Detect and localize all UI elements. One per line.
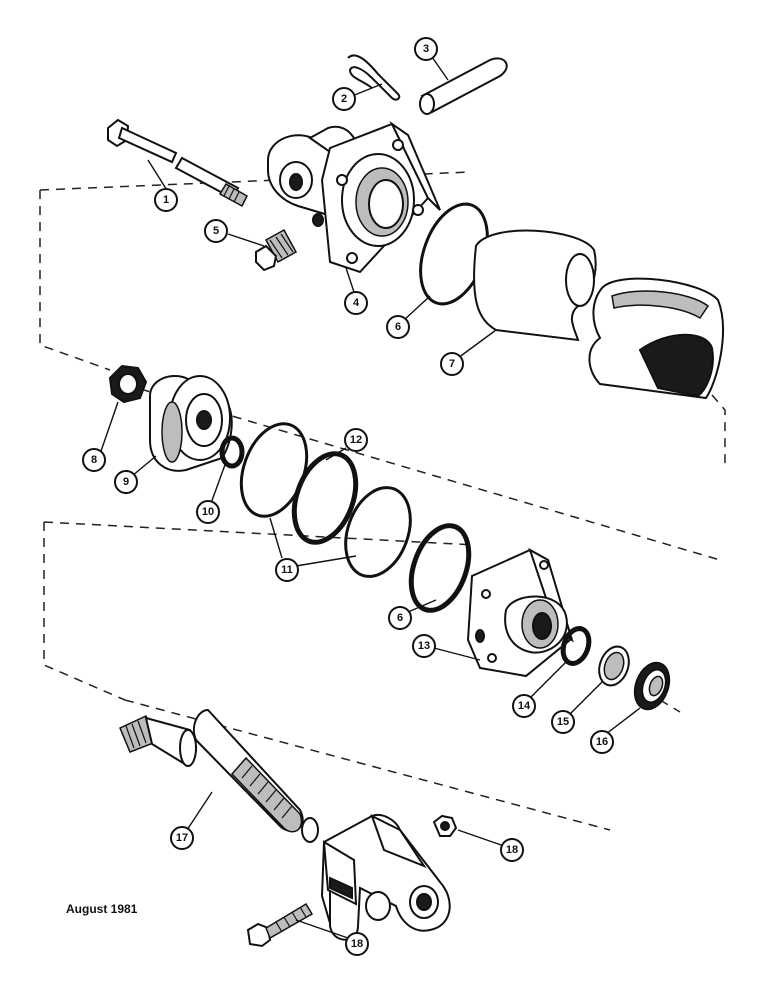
svg-text:3: 3	[423, 43, 429, 55]
svg-text:7: 7	[449, 358, 455, 370]
part-18-clevis-bolt	[246, 902, 314, 948]
callout-12: 12	[344, 428, 368, 452]
svg-text:17: 17	[176, 832, 188, 844]
callout-6-lower: 6	[388, 606, 412, 630]
callout-18-nut: 18	[500, 838, 524, 862]
callout-8: 8	[82, 448, 106, 472]
leader-lines	[99, 53, 641, 939]
callout-17: 17	[170, 826, 194, 850]
callout-2: 2	[332, 87, 356, 111]
part-12-seal-ring	[291, 451, 359, 545]
callout-15: 15	[551, 710, 575, 734]
part-3-pin	[419, 57, 508, 115]
callout-9: 9	[114, 470, 138, 494]
part-16-wiper-seal	[633, 661, 671, 711]
part-17-piston-rod	[119, 708, 319, 843]
svg-text:9: 9	[123, 476, 129, 488]
callout-18-bolt: 18	[345, 932, 369, 956]
svg-text:10: 10	[202, 506, 214, 518]
svg-text:15: 15	[557, 716, 569, 728]
svg-text:14: 14	[518, 700, 531, 712]
svg-text:8: 8	[91, 454, 97, 466]
part-18-clevis	[320, 813, 451, 941]
part-13-head	[466, 547, 574, 678]
callout-3: 3	[414, 37, 438, 61]
part-1-bolt	[107, 118, 248, 208]
svg-text:16: 16	[596, 736, 608, 748]
part-18-nut	[432, 814, 458, 837]
svg-text:1: 1	[163, 194, 169, 206]
part-6-o-ring-lower	[408, 523, 472, 613]
callout-10: 10	[196, 500, 220, 524]
svg-text:18: 18	[351, 938, 363, 950]
callout-7: 7	[440, 352, 464, 376]
svg-text:18: 18	[506, 844, 518, 856]
svg-text:13: 13	[418, 640, 430, 652]
callout-13: 13	[412, 634, 436, 658]
svg-text:6: 6	[395, 321, 401, 333]
part-2-hairpin-clip	[347, 54, 401, 101]
part-10-washer	[219, 435, 245, 469]
callout-1: 1	[154, 188, 178, 212]
callout-5: 5	[204, 219, 228, 243]
part-14-ring	[560, 626, 592, 666]
part-4-cylinder-mount	[267, 121, 441, 274]
part-9-piston	[149, 375, 233, 472]
svg-text:12: 12	[350, 434, 362, 446]
part-11-ring-b	[344, 486, 412, 578]
svg-text:5: 5	[213, 225, 219, 237]
callout-14: 14	[512, 694, 536, 718]
part-11-ring-a	[239, 422, 309, 518]
date-caption: August 1981	[66, 902, 138, 916]
part-8-nut	[108, 364, 148, 404]
part-5-plug	[255, 228, 298, 272]
callout-6-upper: 6	[386, 315, 410, 339]
callout-11: 11	[275, 558, 299, 582]
part-15-washer	[598, 645, 630, 687]
svg-text:2: 2	[341, 93, 347, 105]
svg-text:11: 11	[281, 564, 293, 576]
svg-text:6: 6	[397, 612, 403, 624]
part-7-cylinder-tube	[473, 229, 724, 400]
callout-4: 4	[344, 291, 368, 315]
svg-text:4: 4	[353, 297, 360, 309]
callout-16: 16	[590, 730, 614, 754]
